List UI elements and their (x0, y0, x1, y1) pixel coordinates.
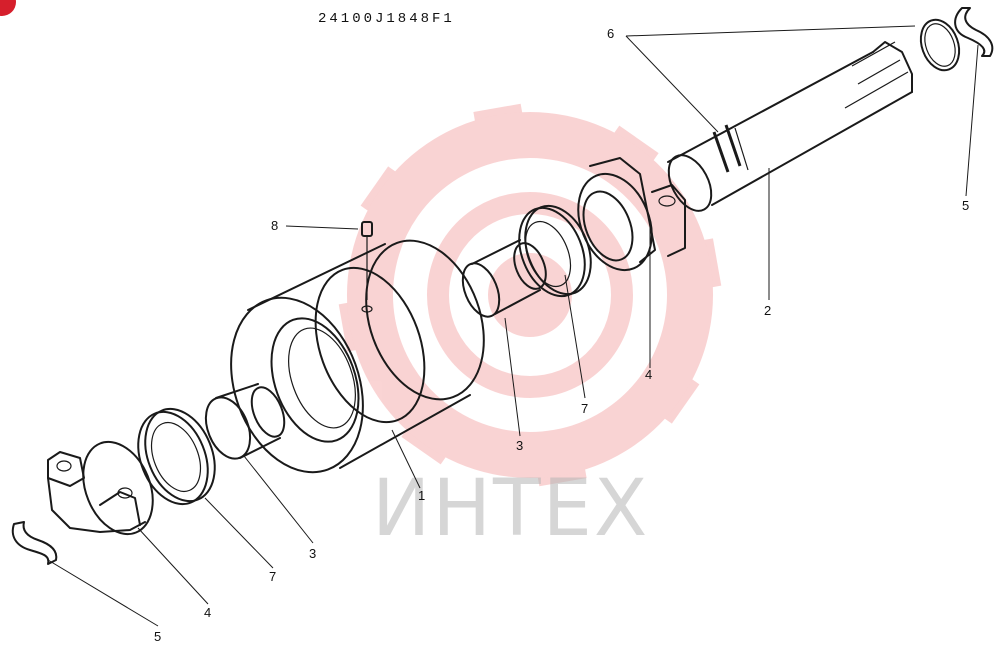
o-ring-right-inner (924, 23, 956, 67)
callout-7-right: 7 (581, 401, 588, 416)
callout-5-left: 5 (154, 629, 161, 644)
collar-bracket-left (47, 440, 154, 536)
lube-hole (361, 305, 373, 313)
callout-2: 2 (764, 303, 771, 318)
callout-1: 1 (418, 488, 425, 503)
callout-3-right: 3 (516, 438, 523, 453)
callout-5-right: 5 (962, 198, 969, 213)
callout-6: 6 (607, 26, 614, 41)
callout-8: 8 (271, 218, 278, 233)
retaining-clip-left (11, 521, 58, 565)
drawing-number: 24100J1848F1 (318, 11, 455, 27)
plug (361, 221, 373, 300)
corner-badge (0, 0, 16, 16)
o-ring-right (919, 18, 961, 72)
shaft (667, 41, 913, 212)
watermark-text: ИНТЕХ (372, 464, 649, 554)
floating-seal-left (137, 407, 216, 506)
callout-4-left: 4 (204, 605, 211, 620)
bushing-right (461, 239, 547, 318)
shaft-o-ring (712, 124, 742, 173)
floating-seal-right (518, 204, 592, 298)
bushing-left (204, 383, 286, 460)
callout-7-left: 7 (269, 569, 276, 584)
roller (230, 239, 485, 474)
callout-4-right: 4 (645, 367, 652, 382)
callout-3-left: 3 (309, 546, 316, 561)
leader-lines (47, 25, 979, 627)
retaining-clip-right (954, 7, 994, 57)
